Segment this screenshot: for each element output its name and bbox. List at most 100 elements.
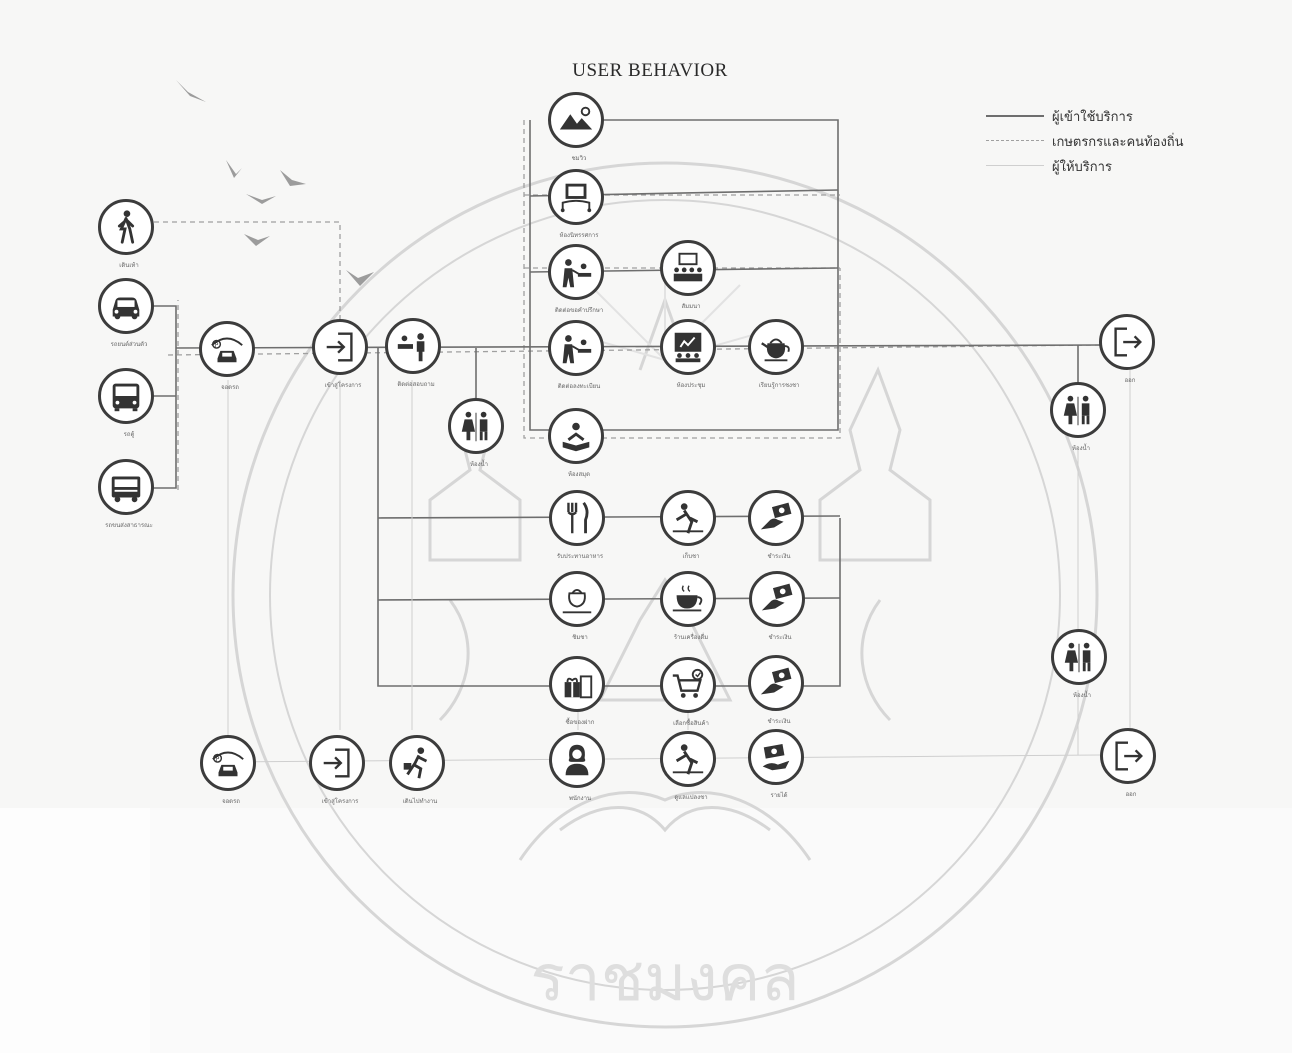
node-caption: เลือกซื้อสินค้า bbox=[641, 720, 741, 727]
reading-person-icon bbox=[557, 417, 595, 455]
node-caption: ห้องนิทรรศการ bbox=[529, 232, 629, 239]
legend-thin-line bbox=[986, 165, 1044, 166]
node-caption: รับประทานอาหาร bbox=[530, 553, 630, 560]
node-caption: ดูแลแปลงชา bbox=[641, 794, 741, 801]
node-consult: ติดต่อขอคำปรึกษา bbox=[548, 244, 604, 300]
restroom-icon bbox=[457, 407, 495, 445]
birds-decoration bbox=[176, 80, 374, 286]
farmer-icon bbox=[669, 499, 707, 537]
node-truck: รถขนส่งสาธารณะ bbox=[98, 459, 154, 515]
legend-label: เกษตรกรและคนท้องถิ่น bbox=[1052, 131, 1184, 152]
presentation-board-icon bbox=[669, 328, 707, 366]
exit-icon bbox=[1108, 323, 1146, 361]
running-worker-icon bbox=[398, 744, 436, 782]
coffee-cup-icon bbox=[669, 580, 707, 618]
legend-dashed-line bbox=[986, 140, 1044, 141]
node-reading: ห้องสมุด bbox=[548, 408, 604, 464]
node-caption: ห้องน้ำ bbox=[429, 461, 529, 468]
parking-car-icon: P bbox=[208, 330, 246, 368]
legend-item-visitor: ผู้เข้าใช้บริการ bbox=[986, 104, 1216, 129]
node-caption: ออก bbox=[1080, 377, 1180, 384]
legend-label: ผู้เข้าใช้บริการ bbox=[1052, 106, 1133, 127]
node-caption: ห้องประชุม bbox=[641, 382, 741, 389]
node-nature: ชมวิว bbox=[548, 92, 604, 148]
enter-icon bbox=[321, 328, 359, 366]
legend-solid-line bbox=[986, 115, 1044, 117]
node-caption: ออก bbox=[1081, 791, 1181, 798]
node-caption: ชำระเงิน bbox=[729, 553, 829, 560]
truck-icon bbox=[107, 468, 145, 506]
node-caption: เรียนรู้การชงชา bbox=[729, 382, 829, 389]
exhibition-icon bbox=[557, 178, 595, 216]
fork-knife-icon bbox=[558, 499, 596, 537]
mountain-view-icon bbox=[557, 101, 595, 139]
node-dining: รับประทานอาหาร bbox=[549, 490, 605, 546]
node-caption: เดินไปทำงาน bbox=[370, 798, 470, 805]
node-exit-top: ออก bbox=[1099, 314, 1155, 370]
node-entrance: เข้าสู่โครงการ bbox=[312, 319, 368, 375]
node-tea-set: ชิมชา bbox=[549, 571, 605, 627]
node-caption: เก็บชา bbox=[641, 553, 741, 560]
node-caption: ชำระเงิน bbox=[729, 718, 829, 725]
node-walk: เดินเท้า bbox=[98, 199, 154, 255]
payment-hand-icon bbox=[757, 499, 795, 537]
node-caption: รถยนต์ส่วนตัว bbox=[79, 341, 179, 348]
node-caption: สัมมนา bbox=[641, 303, 741, 310]
restroom-icon bbox=[1059, 391, 1097, 429]
walking-person-icon bbox=[107, 208, 145, 246]
teapot-icon bbox=[757, 328, 795, 366]
node-caption: จอดรถ bbox=[181, 798, 281, 805]
legend: ผู้เข้าใช้บริการ เกษตรกรและคนท้องถิ่น ผู… bbox=[986, 104, 1216, 179]
node-staff-farm: ดูแลแปลงชา bbox=[660, 731, 716, 787]
gift-bag-icon bbox=[558, 665, 596, 703]
node-gift: ซื้อของฝาก bbox=[549, 656, 605, 712]
legend-label: ผู้ให้บริการ bbox=[1052, 156, 1112, 177]
van-icon bbox=[107, 377, 145, 415]
node-parking-staff: P จอดรถ bbox=[200, 735, 256, 791]
svg-text:P: P bbox=[215, 343, 219, 349]
node-presentation: ห้องประชุม bbox=[660, 319, 716, 375]
consultation-icon bbox=[557, 253, 595, 291]
legend-item-staff: ผู้ให้บริการ bbox=[986, 154, 1216, 179]
node-caption: ติดต่อขอคำปรึกษา bbox=[529, 307, 629, 314]
node-toilet-b: ห้องน้ำ bbox=[1050, 382, 1106, 438]
node-staff-money: รายได้ bbox=[748, 729, 804, 785]
staff-woman-icon bbox=[558, 741, 596, 779]
node-caption: ห้องสมุด bbox=[529, 471, 629, 478]
node-staff-walk: เดินไปทำงาน bbox=[389, 735, 445, 791]
farmer-icon bbox=[669, 740, 707, 778]
node-caption: รถตู้ bbox=[79, 431, 179, 438]
car-icon bbox=[107, 287, 145, 325]
node-caption: ชำระเงิน bbox=[730, 634, 830, 641]
registration-desk-icon bbox=[557, 329, 595, 367]
node-caption: เดินเท้า bbox=[79, 262, 179, 269]
node-exit-bottom: ออก bbox=[1100, 728, 1156, 784]
node-exhibit: ห้องนิทรรศการ bbox=[548, 169, 604, 225]
node-caption: ติดต่อสอบถาม bbox=[366, 381, 466, 388]
node-seminar: สัมมนา bbox=[660, 240, 716, 296]
node-farming: เก็บชา bbox=[660, 490, 716, 546]
node-teapot: เรียนรู้การชงชา bbox=[748, 319, 804, 375]
node-coffee: ร้านเครื่องดื่ม bbox=[660, 571, 716, 627]
node-caption: ร้านเครื่องดื่ม bbox=[641, 634, 741, 641]
payment-hand-icon bbox=[758, 580, 796, 618]
node-reception: ติดต่อสอบถาม bbox=[385, 318, 441, 374]
tea-set-icon bbox=[558, 580, 596, 618]
node-caption: รายได้ bbox=[729, 792, 829, 799]
enter-icon bbox=[318, 744, 356, 782]
node-caption: ชิมชา bbox=[530, 634, 630, 641]
node-toilet-a: ห้องน้ำ bbox=[448, 398, 504, 454]
payment-hand-icon bbox=[757, 664, 795, 702]
diagram-title: USER BEHAVIOR bbox=[540, 60, 760, 82]
node-caption: ชมวิว bbox=[529, 155, 629, 162]
node-caption: รถขนส่งสาธารณะ bbox=[79, 522, 179, 529]
node-pay-1: ชำระเงิน bbox=[748, 490, 804, 546]
node-caption: ซื้อของฝาก bbox=[530, 719, 630, 726]
node-caption: ห้องน้ำ bbox=[1032, 692, 1132, 699]
node-caption: ห้องน้ำ bbox=[1031, 445, 1131, 452]
legend-item-farmer: เกษตรกรและคนท้องถิ่น bbox=[986, 129, 1216, 154]
node-register: ติดต่อลงทะเบียน bbox=[548, 320, 604, 376]
node-toilet-c: ห้องน้ำ bbox=[1051, 629, 1107, 685]
reception-desk-icon bbox=[394, 327, 432, 365]
